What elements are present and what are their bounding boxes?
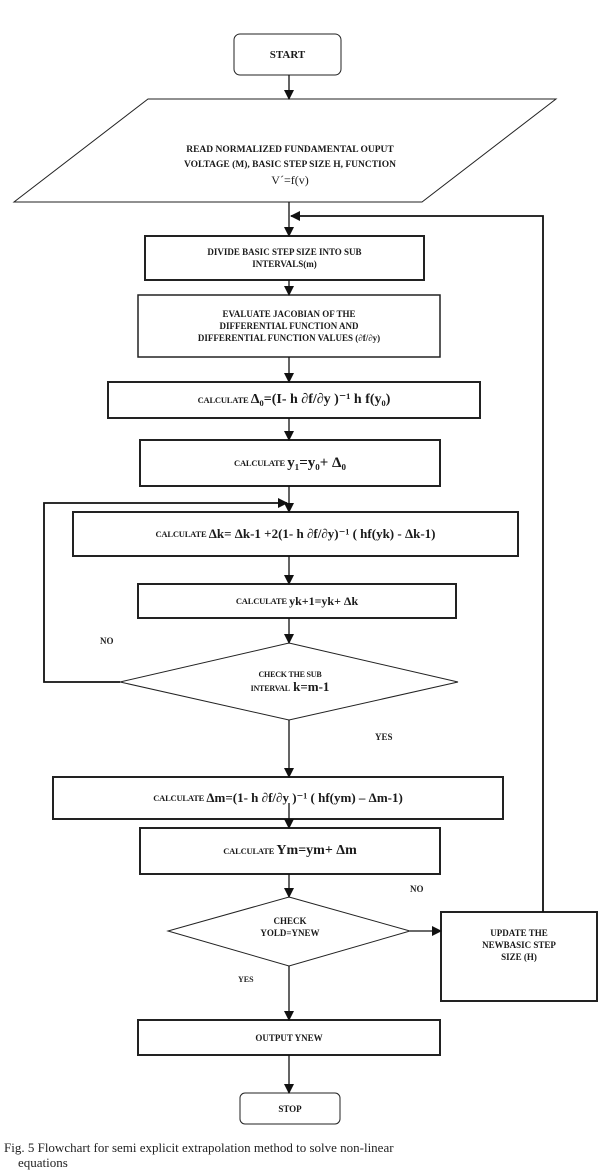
update-step-box (440, 911, 598, 1002)
read-input-text: READ NORMALIZED FUNDAMENTAL OUPUT VOLTAG… (120, 140, 460, 190)
yk1-process-box (137, 583, 457, 619)
yk1-formula: yk+1=yk+ Δk (289, 594, 359, 608)
evaluate-text: EVALUATE JACOBIAN OF THE DIFFERENTIAL FU… (197, 309, 381, 343)
edge-update-feedback (290, 211, 544, 912)
deltak-text: CALCULATE Δk= Δk-1 +2(1- h ∂f/∂y)⁻¹ ( hf… (155, 526, 436, 541)
check1-no-label: NO (100, 636, 114, 646)
output-text: OUTPUT YNEW (255, 1032, 323, 1043)
divide-process-box (144, 235, 425, 281)
check-convergence-text: CHECK YOLD=YNEW (260, 916, 320, 938)
deltak-process-box (72, 511, 519, 557)
start-label: START (269, 48, 306, 61)
ym-formula: Ym=ym+ Δm (276, 843, 357, 858)
deltam-process-box (52, 776, 504, 820)
delta0-formula: Δ₀=(I- h ∂f/∂y )⁻¹ h f(y₀) (250, 392, 391, 407)
output-process-box (137, 1019, 441, 1056)
ym-process-box (139, 827, 441, 875)
deltam-formula: Δm=(1- h ∂f/∂y )⁻¹ ( hf(ym) – Δm-1) (206, 790, 403, 805)
check1-yes-label: YES (375, 732, 393, 742)
yk1-text: CALCULATE yk+1=yk+ Δk (235, 594, 359, 608)
read-line-3: V´=f(v) (271, 172, 309, 187)
caption-line-2: equations (18, 1155, 68, 1170)
figure-caption: Fig. 5 Flowchart for semi explicit extra… (4, 1140, 594, 1170)
deltam-text: CALCULATE Δm=(1- h ∂f/∂y )⁻¹ ( hf(ym) – … (153, 790, 403, 805)
y1-text: CALCULATE y₁=y₀+ Δ₀ (234, 455, 346, 471)
y1-process-box (139, 439, 441, 487)
delta0-process-box (107, 381, 481, 419)
check2-yes-label: YES (238, 975, 254, 984)
stop-label: STOP (278, 1103, 302, 1114)
check2-no-label: NO (410, 884, 424, 894)
ym-text: CALCULATE Ym=ym+ Δm (223, 843, 357, 858)
read-line-2: VOLTAGE (M), BASIC STEP SIZE H, FUNCTION (183, 159, 397, 170)
y1-formula: y₁=y₀+ Δ₀ (287, 455, 346, 471)
update-step-text: UPDATE THE NEWBASIC STEP SIZE (H) (482, 928, 556, 962)
caption-line-1: Fig. 5 Flowchart for semi explicit extra… (4, 1140, 394, 1155)
read-line-1: READ NORMALIZED FUNDAMENTAL OUPUT (186, 144, 394, 155)
edge-check1-no-loop (43, 498, 288, 683)
divide-text: DIVIDE BASIC STEP SIZE INTO SUB INTERVAL… (207, 247, 362, 269)
read-input-parallelogram (12, 98, 558, 203)
start-terminal (233, 33, 342, 76)
check-subinterval-text: CHECK THE SUB INTERVAL k=m-1 (250, 670, 330, 694)
delta0-text: CALCULATE Δ₀=(I- h ∂f/∂y )⁻¹ h f(y₀) (197, 392, 391, 407)
deltak-formula: Δk= Δk-1 +2(1- h ∂f/∂y)⁻¹ ( hf(yk) - Δk-… (208, 526, 436, 541)
